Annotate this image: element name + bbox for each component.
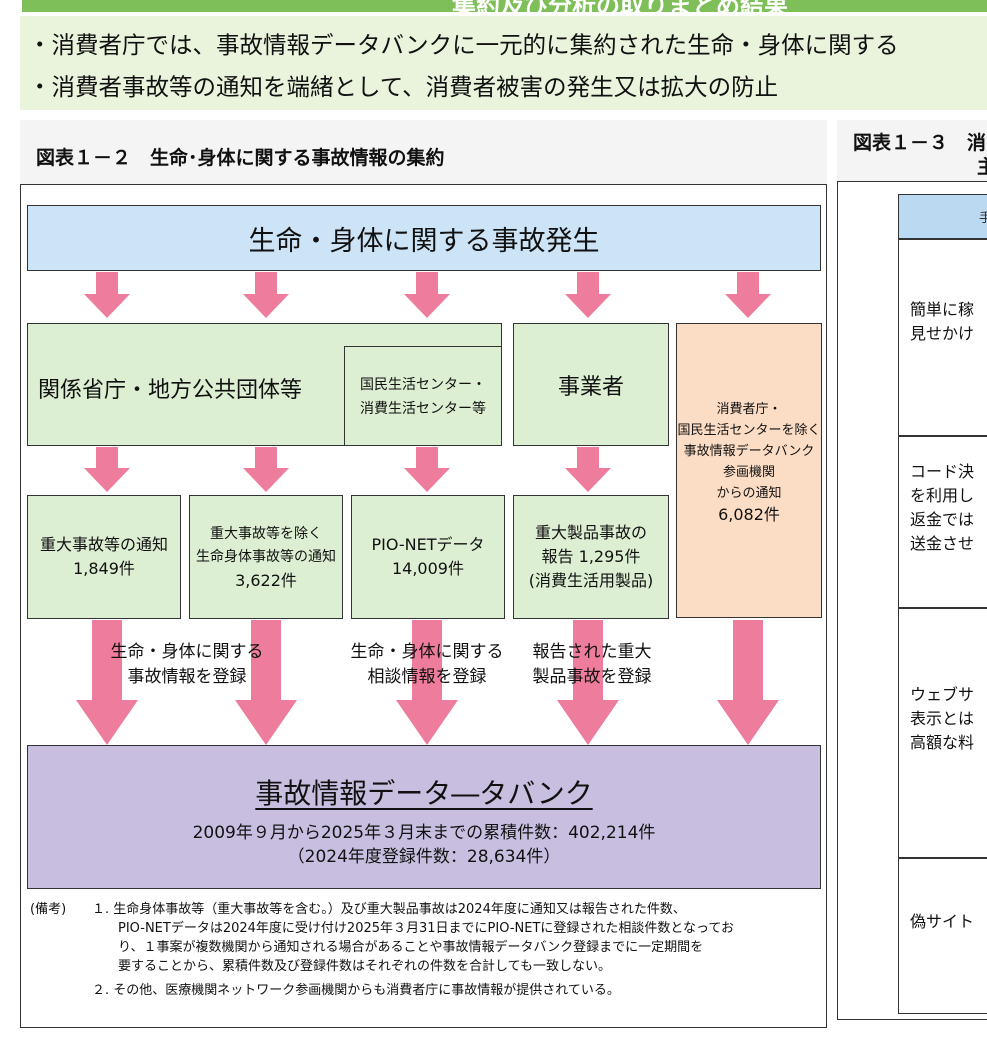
arrow-down [235, 620, 297, 745]
row4-line-1: 偽サイト [910, 912, 975, 931]
serious-product-accident-box: 重大製品事故の 報告 1,295件 (消費生活用製品) [513, 495, 669, 619]
caa-line-2: 国民生活センターを除く [677, 423, 821, 438]
note-1-line-2: PIO-NETデータは2024年度に受け付け2025年３月31日までにPIO-N… [118, 921, 734, 936]
databank-cumulative: 2009年９月から2025年３月末までの累積件数：402,214件 [192, 823, 656, 843]
row2-text: コード決 を利用し 返金では 送金させ [910, 460, 974, 556]
row2-line-3: 返金では [910, 510, 975, 529]
arrow-down [404, 272, 450, 318]
caa-line-4: 参画機関 [722, 465, 775, 480]
figure-1-3-title-bar: 図表１－３ 消 主 [837, 120, 987, 182]
table-row-1 [898, 238, 987, 437]
row3-line-1: ウェブサ [910, 685, 975, 704]
row2-line-1: コード決 [910, 462, 975, 481]
row2-line-4: 送金させ [910, 534, 975, 553]
section-header-bar: 集約及び分析の取りまとめ結果 [22, 0, 987, 12]
item-4-line-1: 重大製品事故の [534, 523, 647, 542]
row1-text: 簡単に稼 見せかけ [910, 298, 974, 346]
arrow-down [84, 272, 130, 318]
row3-line-3: 高額な料 [910, 733, 975, 752]
figure-1-2-title-bar: 図表１－２ 生命･身体に関する事故情報の集約 [20, 120, 827, 185]
section-header-title: 集約及び分析の取りまとめ結果 [452, 0, 788, 12]
table-header-text: 手 [979, 211, 987, 226]
table-row-4 [898, 857, 987, 1014]
arrow-down [84, 447, 130, 492]
arrow-down [404, 447, 450, 492]
note-1-line-1: １. 生命身体事故等（重大事故等を含む。）及び重大製品事故は2024年度に通知又… [92, 902, 686, 917]
figure-1-3-title: 図表１－３ 消 [853, 132, 987, 154]
row1-line-2: 見せかけ [910, 324, 975, 343]
centers-line-1: 国民生活センター・ [360, 377, 486, 393]
business-label: 事業者 [557, 374, 624, 400]
label-accident-2: 事故情報を登録 [127, 667, 247, 687]
pio-net-box: PIO-NETデータ 14,009件 [351, 495, 505, 619]
item-1-line-1: 重大事故等の通知 [39, 535, 168, 554]
table-row-2 [898, 435, 987, 609]
accident-registration-label: 生命・身体に関する 事故情報を登録 [92, 640, 282, 690]
label-consult-2: 相談情報を登録 [367, 667, 487, 687]
serious-accident-box: 重大事故等の通知 1,849件 [27, 495, 181, 619]
item-4-line-2: 報告 1,295件 [541, 547, 641, 566]
label-consult-1: 生命・身体に関する [350, 642, 504, 662]
row3-text: ウェブサ 表示とは 高額な料 [910, 683, 974, 755]
item-4-line-3: (消費生活用製品) [528, 571, 654, 590]
table-header: 手 [898, 194, 987, 240]
item-2-line-3: 3,622件 [235, 570, 297, 590]
note-2: ２. その他、医療機関ネットワーク参画機関からも消費者庁に事故情報が提供されてい… [92, 983, 620, 998]
product-registration-label: 報告された重大 製品事故を登録 [517, 640, 667, 690]
arrow-down [243, 447, 289, 492]
arrow-down [557, 620, 619, 745]
row1-line-1: 簡単に稼 [910, 300, 975, 319]
arrow-down [717, 620, 779, 745]
row3-line-2: 表示とは [910, 709, 975, 728]
label-product-2: 製品事故を登録 [532, 667, 652, 687]
note-1-line-3: り、１事案が複数機関から通知される場合があることや事故情報データバンク登録までに… [118, 940, 704, 955]
row4-text: 偽サイト [910, 910, 974, 934]
summary-bullets: ・消費者庁では、事故情報データバンクに一元的に集約された生命・身体に関する ・消… [20, 16, 987, 110]
item-2-line-2: 生命身体事故等の通知 [196, 548, 336, 565]
figure-1-2-title: 図表１－２ 生命･身体に関する事故情報の集約 [36, 147, 445, 169]
bullet-1: ・消費者庁では、事故情報データバンクに一元的に集約された生命・身体に関する [28, 31, 899, 59]
caa-notification-box: 消費者庁・ 国民生活センターを除く 事故情報データバンク 参画機関 からの通知 … [676, 323, 822, 618]
consultation-registration-label: 生命・身体に関する 相談情報を登録 [337, 640, 517, 690]
figure-1-3-title-2: 主 [977, 156, 987, 178]
databank-title: 事故情報データ―タバンク [255, 777, 593, 810]
item-2-line-1: 重大事故等を除く [210, 525, 322, 542]
centers-line-2: 消費生活センター等 [360, 401, 486, 417]
row2-line-2: を利用し [910, 486, 975, 505]
arrow-down [396, 620, 458, 745]
arrow-down [76, 620, 138, 745]
item-1-line-2: 1,849件 [73, 559, 135, 578]
accident-occurrence-box: 生命・身体に関する事故発生 [27, 205, 821, 271]
arrow-down [243, 272, 289, 318]
caa-line-5: からの通知 [716, 486, 782, 501]
ministries-label: 関係省庁・地方公共団体等 [38, 378, 303, 403]
item-3-line-2: 14,009件 [391, 559, 464, 578]
label-accident-1: 生命・身体に関する [110, 642, 264, 662]
consumer-centers-box: 国民生活センター・ 消費生活センター等 [344, 346, 502, 446]
bullet-2: ・消費者事故等の通知を端緒として、消費者被害の発生又は拡大の防止 [28, 73, 779, 101]
databank-fy2024: （2024年度登録件数：28,634件） [287, 847, 561, 867]
arrow-down [565, 447, 611, 492]
business-box: 事業者 [513, 323, 669, 446]
arrow-down [565, 272, 611, 318]
table-row-3 [898, 607, 987, 859]
arrow-down [725, 272, 771, 318]
label-product-1: 報告された重大 [532, 642, 652, 662]
caa-count: 6,082件 [718, 505, 780, 524]
item-3-line-1: PIO-NETデータ [371, 535, 485, 554]
databank-box: 事故情報データ―タバンク 2009年９月から2025年３月末までの累積件数：40… [27, 745, 821, 889]
non-serious-accident-box: 重大事故等を除く 生命身体事故等の通知 3,622件 [189, 495, 343, 619]
caa-line-3: 事故情報データバンク [683, 444, 815, 459]
caa-line-1: 消費者庁・ [716, 402, 782, 417]
notes-label: (備考) [30, 902, 67, 917]
note-1-line-4: 要することから、累積件数及び登録件数はそれぞれの件数を合計しても一致しない。 [118, 959, 611, 974]
accident-occurrence-label: 生命・身体に関する事故発生 [248, 225, 600, 257]
